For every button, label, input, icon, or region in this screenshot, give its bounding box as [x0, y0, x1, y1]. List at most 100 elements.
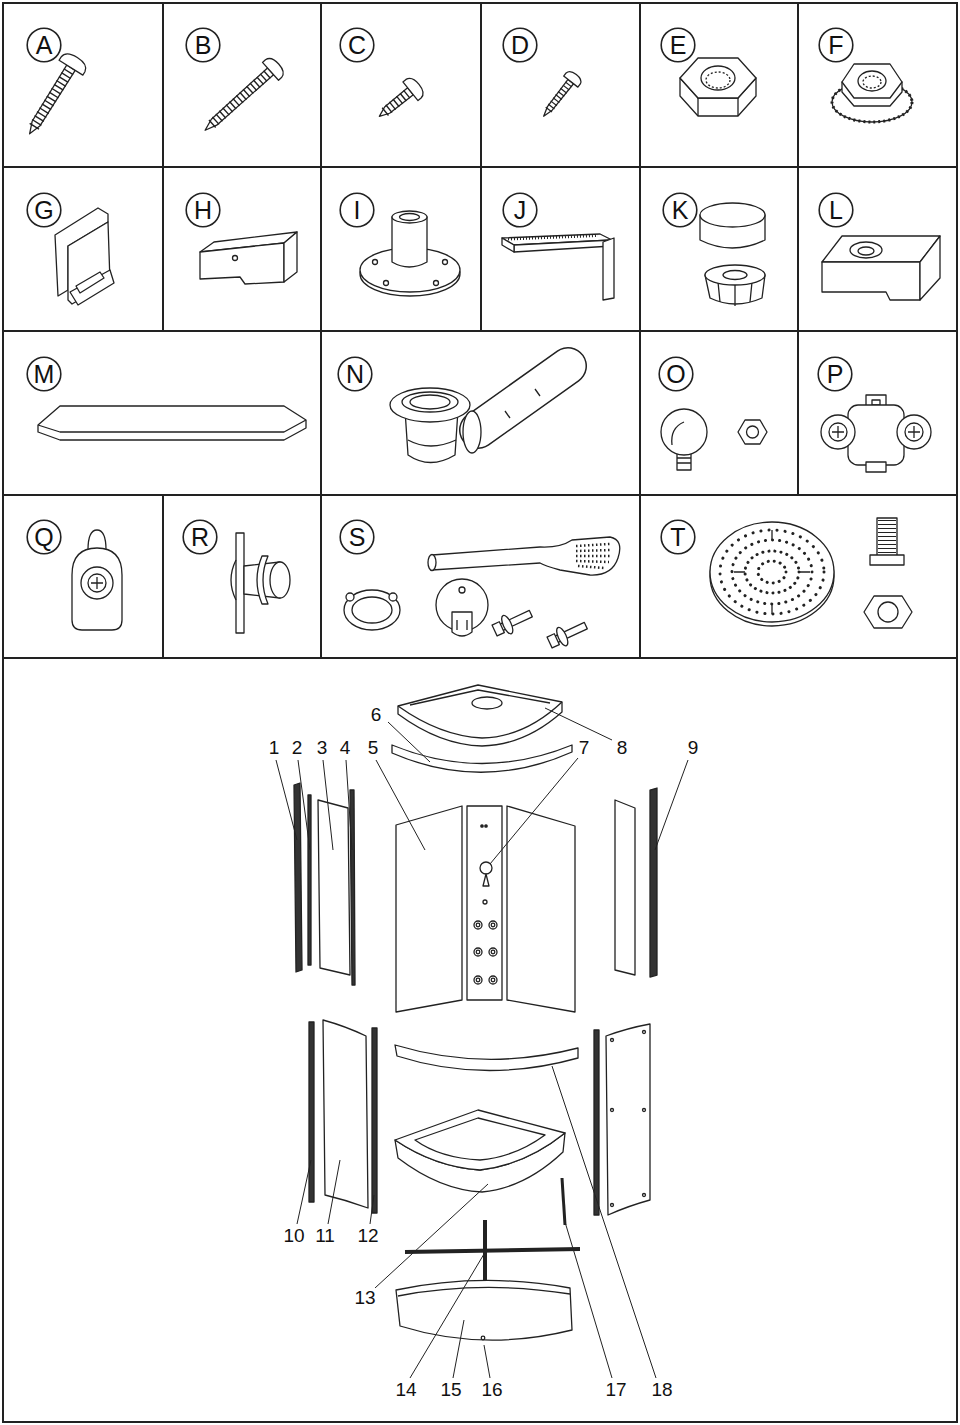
- leader-lines: [655, 760, 688, 850]
- letter-circle: A: [26, 27, 62, 63]
- knob: [231, 560, 236, 600]
- letter-circle: Q: [26, 519, 62, 555]
- bracket-block: [233, 256, 238, 261]
- tray-frame: [405, 1249, 580, 1252]
- circle-outline: [818, 357, 852, 391]
- letter-circle: E: [660, 27, 696, 63]
- screw-c: [384, 94, 407, 113]
- letter-label: C: [348, 33, 366, 58]
- hole-block: [822, 236, 940, 300]
- shower-roof: [398, 685, 562, 746]
- circle-outline: [27, 520, 61, 554]
- hand-shower-set: [344, 537, 620, 652]
- leader-lines: [388, 722, 430, 762]
- overhead-shower: [878, 520, 896, 554]
- flange-nut: [832, 64, 912, 122]
- pipe-flange: [360, 211, 460, 296]
- hand-shower-set: [578, 566, 604, 568]
- letter-circle: K: [662, 192, 698, 228]
- letter-label: S: [349, 525, 366, 550]
- back-panels: [483, 874, 489, 886]
- leader-lines: [375, 1184, 488, 1288]
- bottom-curved-rail: [395, 1045, 578, 1071]
- back-panels: [474, 921, 482, 929]
- hand-shower-set: [490, 605, 535, 640]
- leader-lines: [276, 708, 688, 1378]
- screw-a: [25, 65, 75, 136]
- overhead-shower: [710, 518, 912, 628]
- overhead-shower: [710, 522, 834, 622]
- doors: [611, 1204, 614, 1207]
- hand-shower-set: [428, 555, 436, 571]
- back-panels: [474, 976, 482, 984]
- cap-and-nut: [700, 203, 765, 306]
- overhead-shower: [720, 530, 824, 614]
- circle-outline: [186, 193, 220, 227]
- hex-nut: [706, 72, 730, 88]
- callout-number: 13: [353, 1288, 376, 1309]
- double-roller: [872, 400, 880, 405]
- hole-block: [858, 247, 874, 255]
- letter-circle: P: [817, 356, 853, 392]
- hex-nut: [680, 58, 756, 98]
- drain-trap: [410, 395, 450, 409]
- back-panels: [396, 806, 462, 1012]
- wall-elbow: [661, 409, 767, 470]
- hand-shower-set: [344, 590, 400, 630]
- hole-block: [850, 242, 882, 258]
- hand-shower-set: [459, 587, 465, 593]
- letter-circle: O: [658, 356, 694, 392]
- hole-block: [920, 236, 940, 300]
- cap-and-nut: [700, 203, 765, 227]
- letter-label: K: [672, 198, 689, 223]
- double-roller: [821, 415, 855, 449]
- clip: [70, 270, 114, 305]
- back-panels: [483, 900, 487, 904]
- pipe-flange: [443, 260, 448, 265]
- leader-lines: [410, 1254, 484, 1378]
- leader-lines: [298, 760, 310, 850]
- bracket-block: [200, 243, 284, 284]
- letter-label: R: [191, 525, 209, 550]
- overhead-shower: [870, 555, 904, 565]
- knob: [231, 533, 290, 633]
- doors: [309, 1022, 314, 1202]
- overhead-shower: [745, 551, 799, 593]
- callout-number: 14: [394, 1380, 417, 1401]
- callout-number: 1: [268, 738, 281, 759]
- letter-label: T: [670, 525, 685, 550]
- circle-outline: [338, 357, 372, 391]
- letter-circle: F: [818, 27, 854, 63]
- letter-circle: M: [26, 356, 62, 392]
- shower-roof: [398, 685, 562, 746]
- clip: [55, 208, 114, 305]
- overhead-shower: [758, 561, 786, 583]
- shower-roof: [472, 697, 502, 709]
- doors: [643, 1109, 646, 1112]
- front-skirt: [398, 1287, 570, 1296]
- overhead-shower: [878, 602, 898, 622]
- callout-number: 8: [616, 738, 629, 759]
- hex-nut: [701, 66, 735, 90]
- callout-number: 6: [370, 705, 383, 726]
- bracket-block: [200, 232, 297, 284]
- top-curved-rail: [392, 745, 572, 772]
- circle-outline: [819, 193, 853, 227]
- callout-number: 12: [356, 1226, 379, 1247]
- leader-lines: [346, 760, 352, 850]
- screw-d: [541, 79, 574, 118]
- cap-and-nut: [723, 271, 747, 280]
- callout-number: 15: [439, 1380, 462, 1401]
- pipe-flange: [384, 281, 389, 286]
- letter-circle: L: [818, 192, 854, 228]
- hand-shower-set: [492, 622, 504, 636]
- letter-circle: C: [339, 27, 375, 63]
- pipe-flange: [434, 281, 439, 286]
- tray-frame: [562, 1178, 565, 1225]
- leader-lines: [370, 1195, 374, 1224]
- clip: [76, 272, 104, 293]
- leader-lines: [552, 1066, 656, 1378]
